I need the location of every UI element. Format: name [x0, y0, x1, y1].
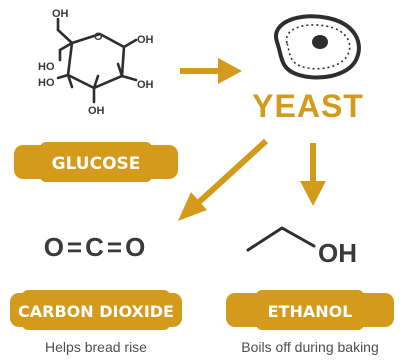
glucose-ho-left: HO: [38, 61, 55, 73]
carbon-dioxide-caption: Helps bread rise: [45, 339, 147, 355]
ethanol-caption: Boils off during baking: [241, 339, 379, 355]
yeast-cell-icon: [274, 14, 361, 80]
glucose-label-text: GLUCOSE: [52, 154, 141, 174]
ethanol-oh: OH: [318, 238, 357, 268]
yeast-title: YEAST: [252, 88, 364, 124]
arrow-glucose-to-yeast: [180, 58, 242, 84]
ethanol-structure: [246, 226, 316, 252]
glucose-label: GLUCOSE: [14, 142, 178, 182]
ethanol-label: ETHANOL: [226, 290, 394, 330]
arrow-yeast-to-ethanol: [300, 143, 326, 206]
glucose-ring-oxygen: O: [94, 31, 103, 43]
carbon-dioxide-label-text: CARBON DIOXIDE: [18, 302, 174, 321]
arrow-yeast-to-co2: [178, 138, 269, 221]
co2-formula: O=C=O: [44, 232, 149, 262]
glucose-oh-right: OH: [137, 34, 154, 46]
glucose-oh-top: OH: [52, 8, 69, 20]
glucose-oh-bottom: OH: [88, 105, 105, 117]
carbon-dioxide-label: CARBON DIOXIDE: [10, 290, 182, 330]
glucose-molecule: [56, 17, 138, 104]
ethanol-label-text: ETHANOL: [268, 302, 353, 321]
glucose-oh-lower-right: OH: [137, 79, 154, 91]
glucose-ho-bottom-left: HO: [38, 77, 55, 89]
